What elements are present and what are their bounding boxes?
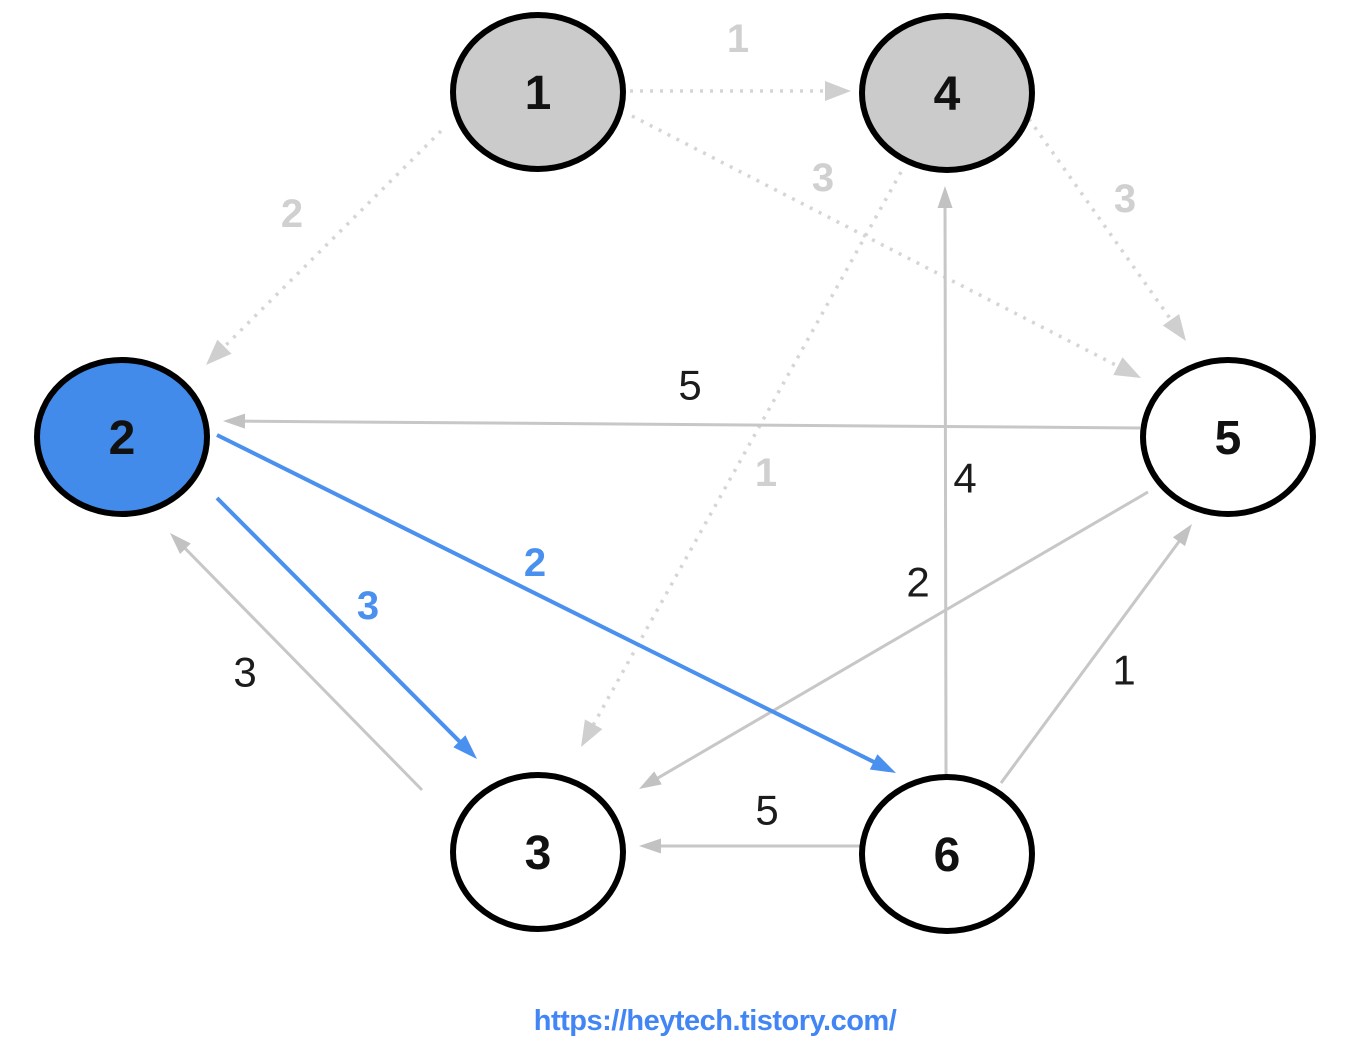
edge-weight-4-5: 3 xyxy=(1114,177,1136,221)
arrowhead-2-3 xyxy=(453,735,477,759)
edge-weight-6-4: 4 xyxy=(953,455,976,502)
edge-1-5 xyxy=(631,114,1122,370)
node-circle-2 xyxy=(34,357,210,517)
node-label-6: 6 xyxy=(934,829,961,882)
edge-2-3 xyxy=(215,496,463,745)
node-label-4: 4 xyxy=(934,68,961,121)
edge-weight-2-6: 2 xyxy=(524,541,546,585)
edge-6-4 xyxy=(943,204,948,777)
edge-weight-3-2: 3 xyxy=(233,649,256,696)
arrowhead-4-5 xyxy=(1162,313,1186,341)
node-circle-3 xyxy=(450,772,626,932)
edge-3-2 xyxy=(182,545,424,792)
edge-weight-5-3: 2 xyxy=(906,559,929,606)
arrowhead-6-3 xyxy=(639,838,661,854)
arrowhead-5-3 xyxy=(639,771,662,789)
node-label-1: 1 xyxy=(525,67,552,120)
edge-2-6 xyxy=(216,433,878,765)
node-circle-1 xyxy=(450,12,626,172)
edge-weight-2-3: 3 xyxy=(357,584,379,628)
arrowhead-5-2 xyxy=(223,413,246,429)
edge-5-2 xyxy=(241,419,1141,430)
edge-weight-5-2: 5 xyxy=(678,362,701,409)
footer-url-watermark: https://heytech.tistory.com/ xyxy=(533,1005,897,1037)
arrowhead-6-5 xyxy=(1172,524,1192,547)
arrowhead-4-3 xyxy=(581,719,603,747)
edge-weight-6-3: 5 xyxy=(755,787,778,834)
edge-weight-1-5: 3 xyxy=(812,156,834,200)
node-circle-4 xyxy=(859,13,1035,173)
arrowhead-1-5 xyxy=(1113,357,1141,378)
node-circle-5 xyxy=(1140,357,1316,517)
arrowhead-6-4 xyxy=(937,186,953,209)
arrowhead-3-2 xyxy=(170,533,191,554)
edge-weight-1-4: 1 xyxy=(727,17,749,61)
edge-4-5 xyxy=(1027,117,1175,324)
edge-weight-6-5: 1 xyxy=(1112,647,1135,694)
arrowhead-2-6 xyxy=(869,754,896,773)
edge-5-3 xyxy=(654,490,1149,781)
arrowhead-1-2 xyxy=(206,339,232,365)
node-label-3: 3 xyxy=(525,827,552,880)
node-label-5: 5 xyxy=(1215,412,1242,465)
edge-6-5 xyxy=(999,538,1182,784)
node-circle-6 xyxy=(859,774,1035,934)
arrowhead-1-4 xyxy=(825,81,851,101)
edge-weight-4-3: 1 xyxy=(755,451,777,495)
edge-1-2 xyxy=(221,129,443,351)
edge-weight-1-2: 2 xyxy=(281,192,303,236)
node-label-2: 2 xyxy=(109,412,136,465)
